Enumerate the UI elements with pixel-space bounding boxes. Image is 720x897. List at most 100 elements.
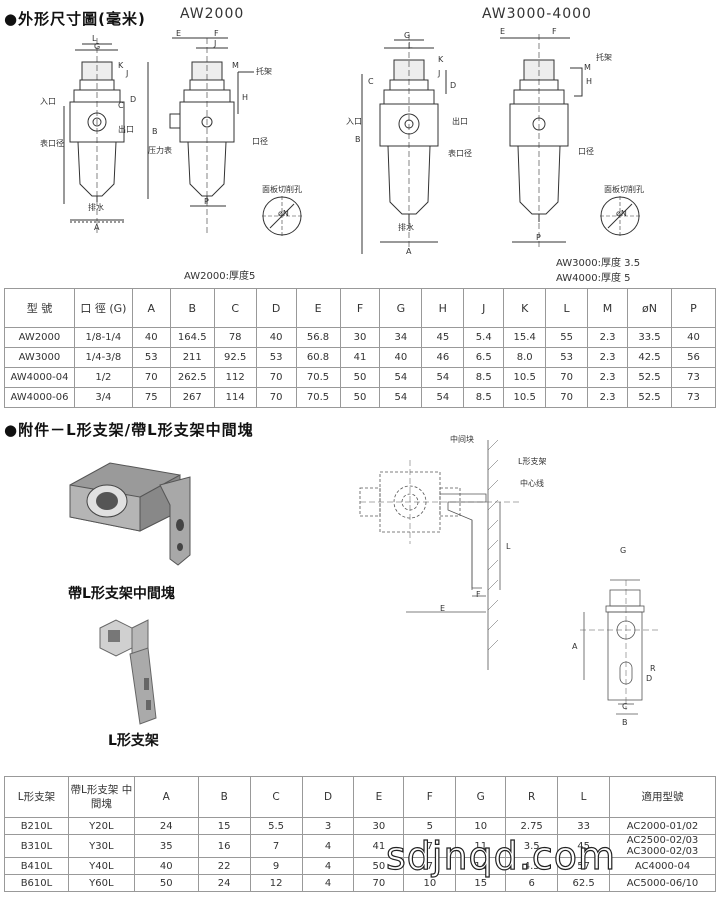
acc-header-c: C (249, 776, 303, 818)
svg-text:J: J (125, 69, 128, 78)
accessory-table-cell: AC4000-04 (609, 857, 716, 875)
spec-header-port: 口 徑 (G) (73, 288, 133, 328)
svg-text:A: A (94, 223, 100, 232)
spec-table-cell: 54 (421, 387, 465, 408)
svg-text:øN: øN (278, 209, 289, 218)
accessory-table-cell: Y20L (67, 817, 135, 835)
accessory-table-cell: 24 (133, 817, 199, 835)
spec-table-cell: 3/4 (73, 387, 133, 408)
acc-header-d: D (301, 776, 355, 818)
caption-block-with-bracket: 帶L形支架中間塊 (68, 586, 175, 602)
label-dim-d: D (646, 674, 653, 683)
accessory-table-cell: AC2500-02/03 AC3000-02/03 (609, 834, 716, 858)
spec-table-cell: 70.5 (295, 367, 341, 388)
spec-table-cell: 70 (255, 367, 297, 388)
spec-header-e: E (295, 288, 341, 328)
svg-text:M: M (232, 61, 239, 70)
svg-text:K: K (118, 61, 124, 70)
spec-table-cell: 45 (421, 327, 465, 348)
accessory-table-cell: 7 (403, 834, 457, 858)
spec-header-p: P (670, 288, 717, 328)
label-drain-2: 排水 (398, 223, 414, 232)
svg-text:P: P (204, 197, 209, 206)
accessory-table-cell: 3.5 (505, 834, 559, 858)
svg-text:E: E (500, 27, 505, 36)
accessory-table-cell: 10 (403, 874, 457, 892)
acc-header-applicable-model: 適用型號 (609, 776, 716, 818)
caption-l-bracket: L形支架 (108, 733, 159, 749)
svg-text:H: H (586, 77, 592, 86)
model-title-aw3000-4000: AW3000-4000 (482, 6, 592, 22)
accessory-table-cell: 70 (353, 874, 405, 892)
spec-header-a: A (131, 288, 171, 328)
label-port-2: 口径 (578, 147, 594, 156)
accessory-table-cell: 9 (249, 857, 303, 875)
accessory-table-cell: 41 (353, 834, 405, 858)
accessory-table-cell: B310L (4, 834, 69, 858)
accessory-table-cell: 4 (301, 834, 355, 858)
accessory-table-cell: 22 (197, 857, 251, 875)
spec-table: 型 號 口 徑 (G) A B C D E F G H J K L M øN P… (4, 288, 717, 408)
svg-text:D: D (130, 95, 136, 104)
spec-table-cell: 33.5 (627, 327, 672, 348)
label-dim-l: L (506, 542, 511, 551)
label-dim-b: B (622, 718, 628, 727)
accessory-table-cell: 10 (455, 817, 507, 835)
accessory-table-cell: 7 (249, 834, 303, 858)
spec-table-cell: 15.4 (503, 327, 547, 348)
watermark-text: sdjnqd.com (385, 833, 617, 878)
label-l-bracket-diagram: L形支架 (518, 457, 547, 466)
svg-text:B: B (152, 127, 158, 136)
label-port: 口径 (252, 137, 268, 146)
accessory-table-cell: 5.5 (249, 817, 303, 835)
acc-header-e: E (353, 776, 405, 818)
svg-text:J: J (213, 39, 216, 48)
acc-header-r: R (505, 776, 559, 818)
svg-text:C: C (118, 101, 124, 110)
svg-text:F: F (552, 27, 557, 36)
label-middle-block: 中间块 (450, 435, 474, 444)
accessory-table-cell: 12 (249, 874, 303, 892)
spec-table-cell: 114 (213, 387, 257, 408)
l-bracket-image (99, 619, 157, 725)
accessory-table-cell: 4 (301, 857, 355, 875)
label-dim-g: G (620, 546, 627, 555)
model-title-aw2000: AW2000 (180, 6, 245, 22)
spec-table-cell: 54 (379, 387, 423, 408)
section-title-accessories: ●附件－L形支架/帶L形支架中間塊 (4, 421, 254, 439)
spec-table-cell: 70 (545, 387, 589, 408)
spec-table-cell: 41 (339, 347, 381, 368)
label-dim-f: F (476, 590, 481, 599)
accessory-table-cell: 50 (133, 874, 199, 892)
acc-header-b: B (197, 776, 251, 818)
spec-header-model: 型 號 (4, 288, 75, 328)
label-bracket: 托架 (256, 67, 272, 76)
spec-table-cell: 50 (339, 387, 381, 408)
acc-header-g: G (455, 776, 507, 818)
accessory-table-cell: B210L (4, 817, 69, 835)
svg-text:L: L (408, 41, 413, 50)
spec-table-cell: AW2000 (4, 327, 75, 348)
svg-text:D: D (450, 81, 456, 90)
spec-table-cell: 70 (255, 387, 297, 408)
accessory-table-cell: Y40L (67, 857, 135, 875)
svg-text:P: P (536, 233, 541, 242)
svg-text:C: C (368, 77, 374, 86)
aw3000-side-view (500, 34, 583, 250)
spec-table-cell: 2.3 (587, 327, 629, 348)
svg-text:B: B (355, 135, 361, 144)
accessory-table-cell: 3 (301, 817, 355, 835)
accessory-table-cell: 4 (301, 874, 355, 892)
accessory-table-cell: AC5000-06/10 (609, 874, 716, 892)
spec-header-l: L (545, 288, 589, 328)
spec-header-c: C (213, 288, 257, 328)
accessory-table-cell: AC2000-01/02 (609, 817, 716, 835)
spec-table-cell: 10.5 (503, 387, 547, 408)
note-aw2000-thickness: AW2000:厚度5 (184, 271, 256, 282)
label-gauge-port-2: 表口径 (448, 149, 472, 158)
